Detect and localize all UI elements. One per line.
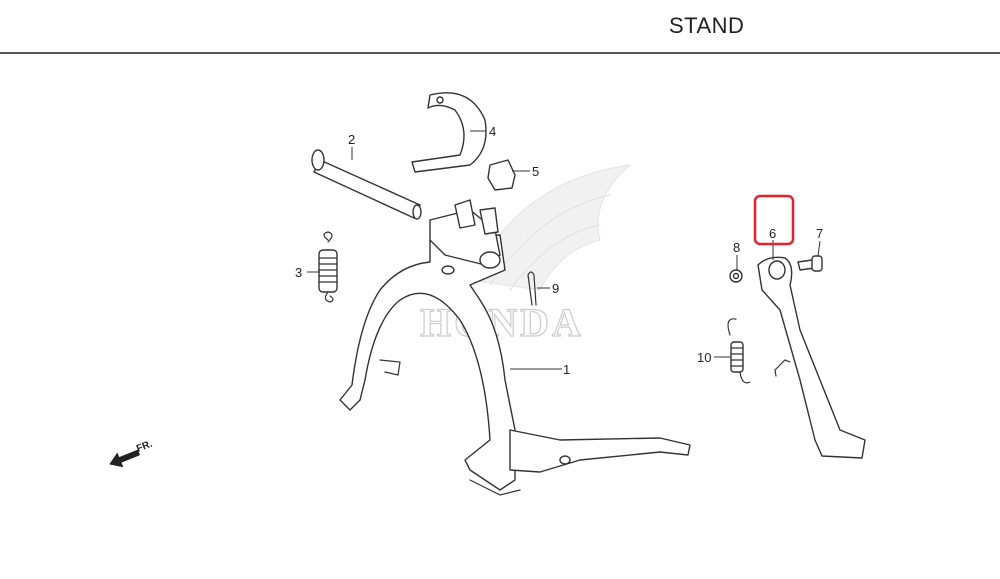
part-10-spring[interactable] xyxy=(727,318,751,384)
part-3-spring[interactable] xyxy=(318,231,338,303)
front-direction-label: FR. xyxy=(135,438,154,454)
callout-6[interactable]: 6 xyxy=(769,226,776,241)
callout-5[interactable]: 5 xyxy=(532,164,539,179)
callout-8[interactable]: 8 xyxy=(733,240,740,255)
part-4-bracket[interactable] xyxy=(411,92,487,173)
callout-1[interactable]: 1 xyxy=(563,362,570,377)
honda-watermark-text: HONDA xyxy=(420,300,584,345)
part-2-pivot-shaft[interactable] xyxy=(311,149,422,220)
callout-10[interactable]: 10 xyxy=(697,350,711,365)
front-direction-arrow-icon xyxy=(109,449,141,468)
part-5-stopper[interactable] xyxy=(487,159,516,191)
part-8-nut[interactable] xyxy=(729,269,743,283)
part-1-main-stand[interactable] xyxy=(339,199,691,496)
callout-3[interactable]: 3 xyxy=(295,265,302,280)
callout-2[interactable]: 2 xyxy=(348,132,355,147)
highlight-box xyxy=(753,194,795,246)
callout-9[interactable]: 9 xyxy=(552,281,559,296)
leader-lines xyxy=(307,130,821,370)
callout-4[interactable]: 4 xyxy=(489,124,496,139)
callout-7[interactable]: 7 xyxy=(816,226,823,241)
header-divider xyxy=(0,52,1000,54)
page-title: STAND xyxy=(669,13,745,38)
part-9-cotter-pin[interactable] xyxy=(527,271,537,306)
part-7-bolt[interactable] xyxy=(797,255,823,272)
part-6-side-stand[interactable] xyxy=(757,256,866,459)
